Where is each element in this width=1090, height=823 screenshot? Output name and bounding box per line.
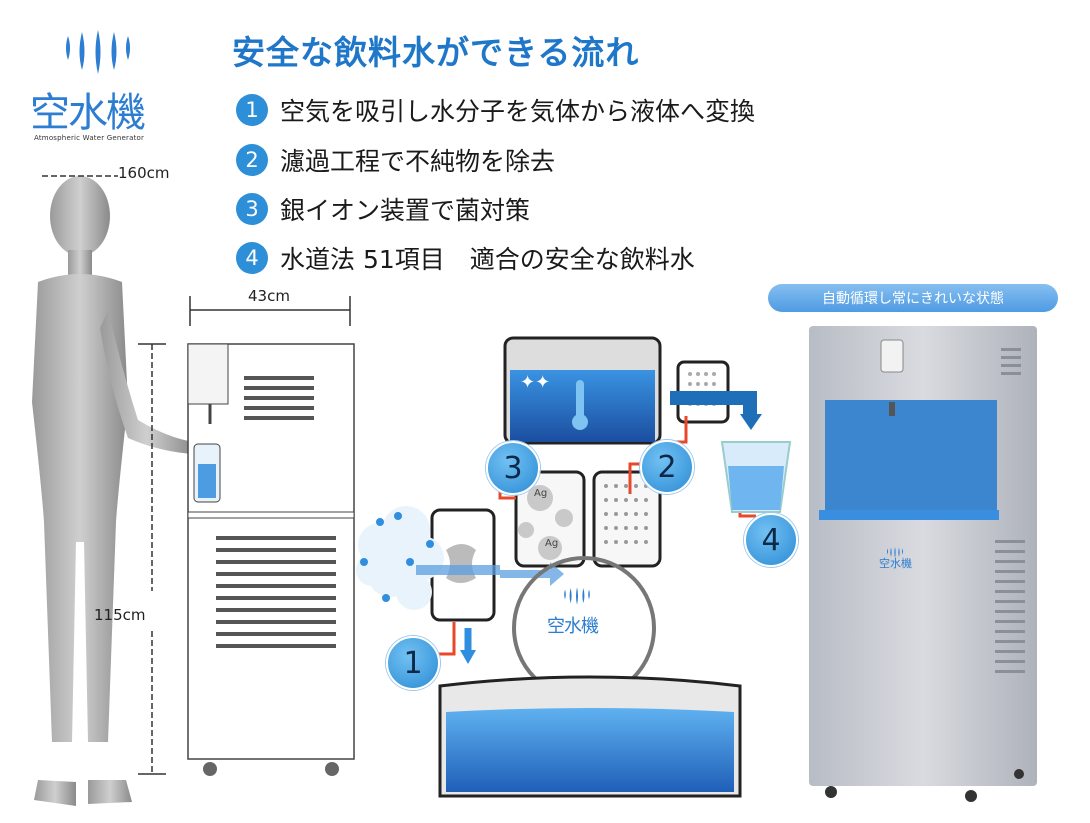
step-marker-3: 3	[486, 441, 540, 495]
status-bar: 自動循環し常にきれいな状態	[768, 284, 1058, 312]
height-label: 115cm	[94, 606, 146, 624]
human-figure	[32, 176, 194, 806]
logo-text: 空水機	[30, 90, 146, 136]
logo-drops-icon	[66, 30, 130, 74]
water-machine-product	[809, 326, 1037, 802]
step-marker-4: 4	[744, 513, 798, 567]
step-badge: 3	[236, 193, 268, 225]
step-1: 1 空気を吸引し水分子を気体から液体へ変換	[236, 92, 755, 128]
step-text: 濾過工程で不純物を除去	[280, 147, 556, 176]
step-4: 4 水道法 51項目 適合の安全な飲料水	[236, 240, 695, 276]
svg-text:✦✦: ✦✦	[520, 372, 550, 393]
step-2: 2 濾過工程で不純物を除去	[236, 142, 555, 178]
silver-ion-label: Ag	[534, 488, 548, 499]
logo-subtitle: Atmospheric Water Generator	[34, 134, 145, 142]
step-marker-2: 2	[640, 440, 694, 494]
step-text: 空気を吸引し水分子を気体から液体へ変換	[280, 97, 756, 126]
step-badge: 1	[236, 94, 268, 126]
step-text: 銀イオン装置で菌対策	[280, 196, 531, 225]
step-badge: 2	[236, 144, 268, 176]
width-label: 43cm	[248, 287, 290, 305]
process-diagram: ✦✦	[356, 336, 792, 798]
step-text: 水道法 51項目 適合の安全な飲料水	[280, 245, 695, 274]
height-line-human	[42, 175, 118, 177]
step-badge: 4	[236, 242, 268, 274]
center-logo-text: 空水機	[547, 616, 599, 637]
silver-ion-label: Ag	[545, 538, 559, 549]
machine-line-drawing	[138, 296, 355, 776]
human-height-label: 160cm	[118, 164, 170, 182]
step-marker-1: 1	[386, 636, 440, 690]
product-logo-text: 空水機	[879, 557, 912, 570]
step-3: 3 銀イオン装置で菌対策	[236, 191, 530, 227]
center-logo-drops-icon	[564, 587, 590, 605]
page-title: 安全な飲料水ができる流れ	[232, 33, 640, 72]
